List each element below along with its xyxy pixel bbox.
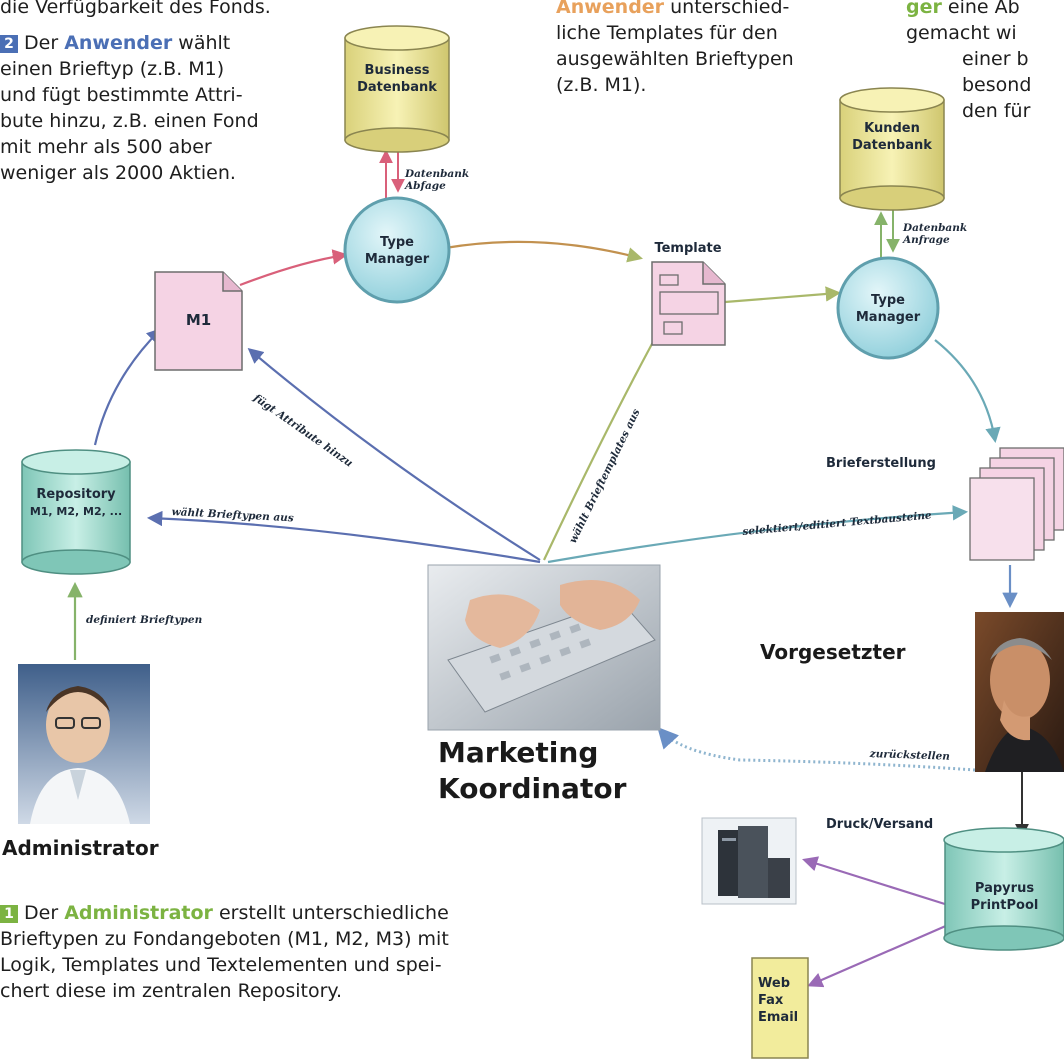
edge-template-typemanager2	[724, 286, 842, 304]
edge-repository-m1	[93, 327, 163, 446]
administrator-photo	[18, 664, 150, 824]
edge-marketing-template	[543, 317, 667, 561]
business-datenbank-label: Business Datenbank	[357, 63, 437, 95]
edge-typemanager2-brieferstellung	[934, 339, 1001, 444]
step1-number: 1	[0, 905, 18, 923]
template-label: Template	[654, 241, 722, 256]
edge-m1-typemanager	[239, 249, 349, 287]
administrator-label: Administrator	[2, 836, 159, 860]
step2-number: 2	[0, 35, 18, 53]
step3-description: Anwender unterschied- liche Templates fü…	[556, 0, 816, 98]
edge-papyrus-druck	[802, 856, 949, 907]
druck-versand-label: Druck/Versand	[826, 817, 934, 832]
web-fax-email-label: Web Fax Email	[758, 976, 799, 1025]
web-fax-email-box	[751, 957, 809, 1059]
business-datenbank	[344, 25, 450, 153]
edge-label-definiert: definiert Brieftypen	[86, 614, 203, 626]
printer-icon	[701, 817, 797, 905]
step1-role: Administrator	[64, 902, 213, 924]
step4-description: ger eine Ab gemacht wi einer b besond de…	[906, 0, 1032, 122]
marketing-koordinator-label: Marketing Koordinator	[438, 736, 627, 805]
edge-typemanager-template	[444, 240, 643, 263]
edge-papyrus-web	[807, 923, 949, 988]
type-manager-2-label: Type Manager	[855, 293, 921, 325]
edge-marketing-m1	[247, 348, 541, 561]
type-manager-2	[836, 256, 940, 360]
intro-fragment: die Verfügbarkeit des Fonds.	[0, 0, 271, 18]
kunden-datenbank-label: Kunden Datenbank	[852, 121, 932, 153]
edge-label-db-abfrage-1: Datenbank Abfage	[405, 168, 470, 192]
m1-label: M1	[185, 311, 212, 329]
m1-document	[154, 271, 243, 371]
edge-vorgesetzter-marketing	[657, 726, 976, 772]
edge-marketing-repository	[146, 510, 541, 564]
vorgesetzter-label: Vorgesetzter	[760, 640, 906, 664]
brieferstellung-stack	[969, 447, 1064, 561]
papyrus-printpool-label: Papyrus PrintPool	[970, 881, 1039, 913]
edge-label-db-abfrage-2: Datenbank Anfrage	[903, 222, 968, 246]
step2-role: Anwender	[64, 32, 173, 54]
edge-marketing-brieferstellung	[547, 505, 969, 564]
papyrus-printpool	[943, 827, 1064, 951]
type-manager-1-label: Type Manager	[364, 235, 430, 267]
repository	[21, 449, 131, 575]
marketing-koordinator-photo	[427, 564, 661, 731]
vorgesetzter-photo	[975, 612, 1064, 772]
type-manager-1	[343, 196, 451, 304]
kunden-datenbank	[839, 87, 945, 211]
step3-role: Anwender	[556, 0, 665, 18]
template-document	[651, 261, 726, 346]
repository-label: Repository M1, M2, M2, ...	[29, 487, 123, 518]
brieferstellung-label: Brieferstellung	[826, 456, 936, 471]
